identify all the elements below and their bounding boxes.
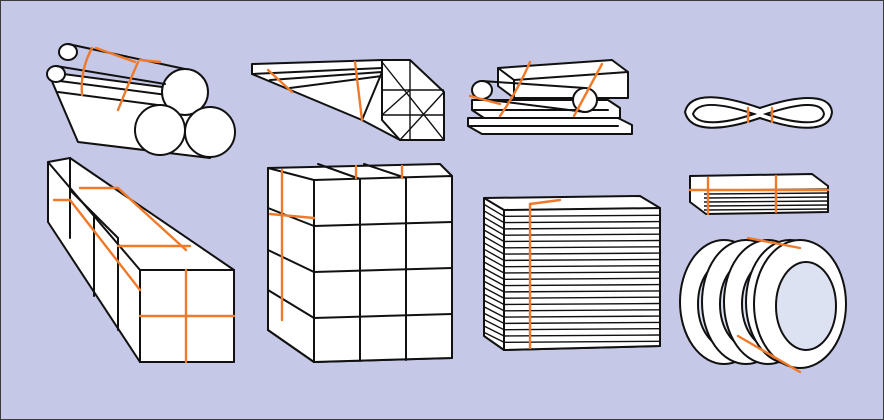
sheet-line — [503, 334, 661, 337]
sheet-line — [503, 227, 661, 230]
angle-profiles-icon — [251, 59, 445, 141]
sheet-line — [503, 283, 661, 287]
long-block-icon — [47, 157, 236, 364]
sheet-edge — [483, 267, 505, 280]
sheet-line — [503, 271, 661, 274]
thin-sheet-line — [703, 196, 829, 199]
sheet-line — [503, 290, 661, 293]
sheet-line — [503, 265, 661, 268]
sheet-edge — [483, 286, 505, 299]
thin-sheet-line — [703, 192, 829, 195]
box-cube-icon — [267, 163, 453, 363]
sheet-line — [503, 302, 661, 306]
sheet-line — [503, 328, 661, 331]
strap-loop-icon — [684, 96, 833, 129]
thin-sheet-line — [703, 204, 829, 207]
sheet-line — [503, 233, 661, 236]
coil-rings-icon — [679, 236, 847, 374]
sheet-line — [503, 258, 661, 262]
sheet-line — [503, 309, 661, 312]
thin-sheet-icon — [688, 173, 830, 216]
sheet-line — [503, 252, 661, 255]
sheet-line — [503, 277, 661, 280]
sheet-edge — [483, 254, 505, 268]
sheet-line — [503, 321, 661, 325]
sheet-edge — [483, 229, 505, 243]
sheet-edge — [483, 203, 505, 217]
round-bars-icon — [46, 43, 236, 159]
sheet-line — [503, 315, 661, 318]
thin-sheet-line — [703, 200, 829, 203]
sheet-edge — [483, 312, 505, 325]
sheet-line — [503, 246, 661, 249]
sheet-edge — [483, 318, 505, 331]
sheet-edge — [483, 331, 505, 343]
sheet-edge — [483, 235, 505, 249]
sheet-stack-icon — [483, 195, 661, 351]
sheet-edge — [483, 325, 505, 337]
sheet-edge — [483, 248, 505, 262]
sheet-edge — [483, 210, 505, 224]
sheet-edge — [483, 280, 505, 293]
sheet-edge — [483, 242, 505, 255]
sheet-edge — [483, 306, 505, 318]
sheet-edge — [483, 222, 505, 236]
sheet-line — [503, 220, 661, 224]
sheet-line — [503, 214, 661, 217]
sheet-edge — [483, 274, 505, 287]
sheet-line — [503, 340, 661, 343]
coil-ring-front — [753, 239, 847, 369]
mixed-profiles-icon — [467, 59, 633, 135]
sheet-line — [503, 239, 661, 243]
sheet-edge — [483, 216, 505, 230]
sheet-edge — [483, 261, 505, 274]
sheet-line — [503, 296, 661, 299]
sheet-edge — [483, 299, 505, 312]
sheet-edge — [483, 293, 505, 306]
thin-sheet-line — [703, 208, 829, 211]
